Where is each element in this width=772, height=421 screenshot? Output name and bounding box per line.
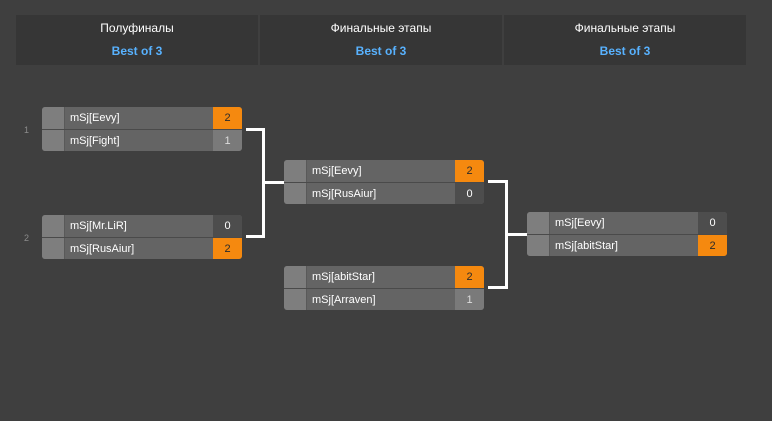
match-grand-final[interactable]: mSj[Eevy] 0 mSj[abitStar] 2 xyxy=(527,212,727,256)
player-name: mSj[Eevy] xyxy=(312,165,362,177)
round-header-semifinals: Полуфиналы Best of 3 xyxy=(16,15,258,65)
player-avatar xyxy=(284,160,307,182)
player-score: 2 xyxy=(698,235,727,256)
round-name: Финальные этапы xyxy=(330,21,432,35)
player-name: mSj[abitStar] xyxy=(555,240,618,252)
player-name: mSj[Eevy] xyxy=(555,217,605,229)
player-name: mSj[RusAiur] xyxy=(312,188,377,200)
player-row[interactable]: mSj[Eevy] 2 xyxy=(284,160,484,182)
player-name: mSj[Fight] xyxy=(70,135,120,147)
player-avatar xyxy=(527,235,550,256)
player-name: mSj[Eevy] xyxy=(70,112,120,124)
player-name: mSj[abitStar] xyxy=(312,271,375,283)
best-of-label: Best of 3 xyxy=(599,44,651,58)
player-avatar xyxy=(284,289,307,310)
player-avatar xyxy=(284,183,307,204)
player-score: 1 xyxy=(213,130,242,151)
player-avatar xyxy=(42,238,65,259)
bracket-connector xyxy=(488,180,508,289)
player-name: mSj[Mr.LiR] xyxy=(70,220,127,232)
player-score: 1 xyxy=(455,289,484,310)
best-of-label: Best of 3 xyxy=(355,44,407,58)
player-row[interactable]: mSj[abitStar] 2 xyxy=(284,266,484,288)
match-final-1[interactable]: mSj[Eevy] 2 mSj[RusAiur] 0 xyxy=(284,160,484,204)
bracket-connector xyxy=(246,128,265,238)
player-score: 2 xyxy=(455,266,484,288)
player-row[interactable]: mSj[Fight] 1 xyxy=(42,129,242,151)
player-row[interactable]: mSj[Mr.LiR] 0 xyxy=(42,215,242,237)
player-score: 2 xyxy=(455,160,484,182)
player-score: 0 xyxy=(455,183,484,204)
bracket-connector-stub xyxy=(507,233,527,236)
player-row[interactable]: mSj[RusAiur] 0 xyxy=(284,182,484,204)
player-avatar xyxy=(284,266,307,288)
player-avatar xyxy=(527,212,550,234)
match-final-2[interactable]: mSj[abitStar] 2 mSj[Arraven] 1 xyxy=(284,266,484,310)
bracket-connector-stub xyxy=(264,181,284,184)
player-avatar xyxy=(42,107,65,129)
match-semifinal-2[interactable]: mSj[Mr.LiR] 0 mSj[RusAiur] 2 xyxy=(42,215,242,259)
seed-number: 2 xyxy=(24,233,30,243)
player-score: 0 xyxy=(698,212,727,234)
player-row[interactable]: mSj[Arraven] 1 xyxy=(284,288,484,310)
player-score: 0 xyxy=(213,215,242,237)
player-score: 2 xyxy=(213,238,242,259)
round-name: Финальные этапы xyxy=(574,21,676,35)
round-header-finals-2: Финальные этапы Best of 3 xyxy=(504,15,746,65)
player-row[interactable]: mSj[abitStar] 2 xyxy=(527,234,727,256)
best-of-label: Best of 3 xyxy=(111,44,163,58)
player-score: 2 xyxy=(213,107,242,129)
player-row[interactable]: mSj[Eevy] 0 xyxy=(527,212,727,234)
player-row[interactable]: mSj[Eevy] 2 xyxy=(42,107,242,129)
player-avatar xyxy=(42,215,65,237)
seed-number: 1 xyxy=(24,125,30,135)
round-name: Полуфиналы xyxy=(100,21,174,35)
round-header-finals-1: Финальные этапы Best of 3 xyxy=(260,15,502,65)
player-name: mSj[Arraven] xyxy=(312,294,376,306)
player-name: mSj[RusAiur] xyxy=(70,243,135,255)
match-semifinal-1[interactable]: mSj[Eevy] 2 mSj[Fight] 1 xyxy=(42,107,242,151)
player-row[interactable]: mSj[RusAiur] 2 xyxy=(42,237,242,259)
player-avatar xyxy=(42,130,65,151)
